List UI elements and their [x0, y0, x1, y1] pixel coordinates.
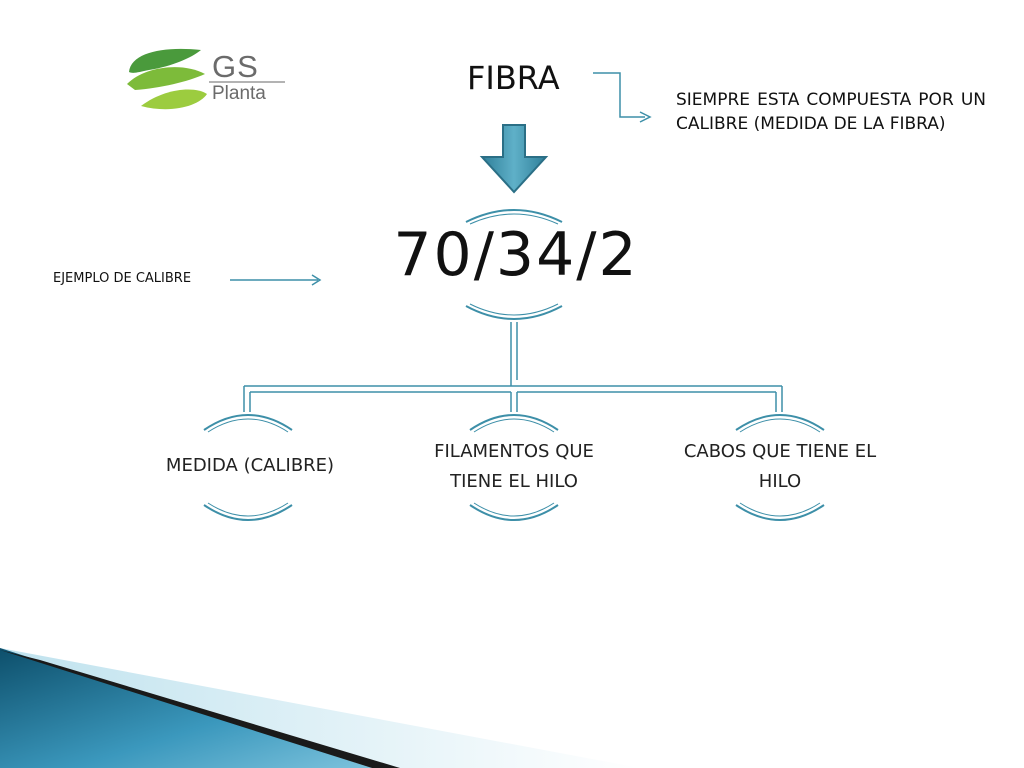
logo-leaf-middle — [127, 67, 205, 90]
child-node-filaments: FILAMENTOS QUE TIENE EL HILO — [434, 441, 594, 492]
diagram-title: FIBRA — [467, 59, 560, 97]
logo-brand-text: GS — [212, 49, 259, 84]
child-node-plies: CABOS QUE TIENE EL HILO — [683, 441, 877, 492]
logo-sub-text: Planta — [212, 83, 266, 104]
root-arc-bottom — [465, 305, 563, 320]
child-node-measure: MEDIDA (CALIBRE) — [165, 455, 335, 476]
corner-wedge-stripe — [0, 650, 400, 768]
big-down-arrow — [479, 124, 549, 194]
gs-planta-logo — [127, 48, 285, 110]
example-label: EJEMPLO DE CALIBRE — [53, 271, 192, 286]
root-arc-top — [465, 209, 563, 223]
note-arrowhead — [639, 111, 652, 123]
composition-note: SIEMPRE ESTA COMPUESTA POR UN CALIBRE (M… — [676, 90, 986, 134]
example-arrowhead — [311, 274, 322, 286]
logo-leaf-top — [129, 48, 201, 73]
root-node-value: 70/34/2 — [393, 220, 639, 290]
tree-connectors — [243, 322, 783, 412]
logo-leaf-bottom — [141, 89, 207, 110]
note-connector-arrow — [593, 72, 645, 118]
child-arcs — [203, 414, 825, 521]
